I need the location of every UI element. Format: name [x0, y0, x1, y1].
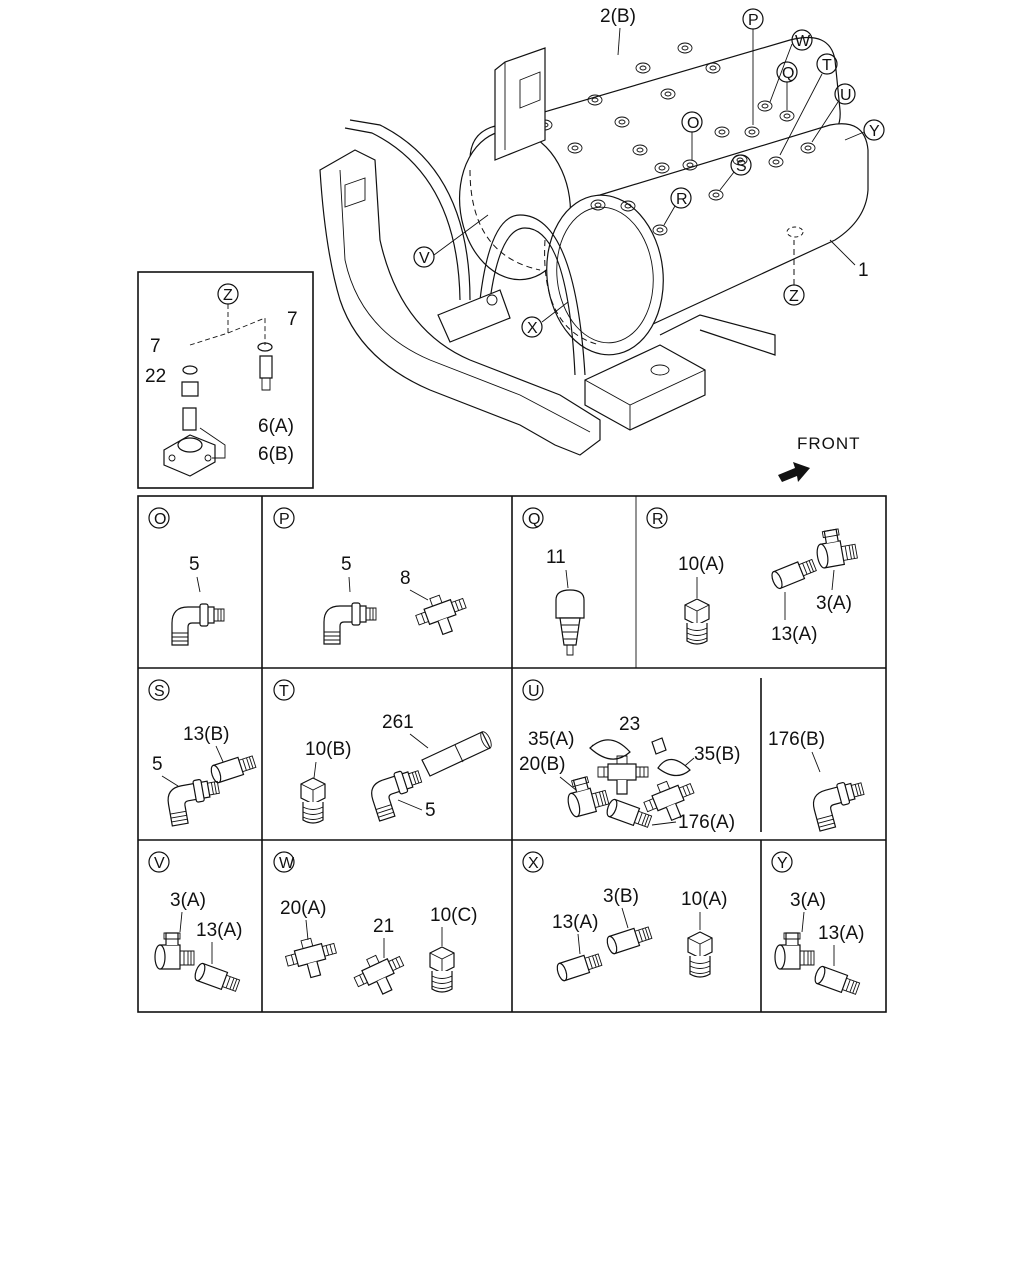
callout-z: Z — [783, 240, 805, 306]
inset-z: Z 7 7 22 6(A) 6(B) — [137, 271, 314, 489]
callout-x: X — [521, 301, 569, 338]
panel-v-key: V — [154, 855, 165, 872]
panel-u-key: U — [528, 683, 540, 700]
panel-w-label-20a: 20(A) — [280, 898, 326, 919]
inset-z-key: Z — [223, 287, 233, 304]
callout-o: O — [681, 111, 703, 160]
panel-y-label-13a: 13(A) — [818, 923, 864, 944]
panel-u-label-176a: 176(A) — [678, 812, 735, 833]
panel-u2: 176(B) — [768, 729, 871, 832]
panel-x-label-10a: 10(A) — [681, 889, 727, 910]
callout-w: W — [769, 29, 813, 103]
panel-t-label-10b: 10(B) — [305, 739, 351, 760]
panel-q-key: Q — [528, 511, 540, 528]
inset-label-6a: 6(A) — [258, 416, 294, 437]
callout-q: Q — [776, 61, 798, 110]
front-arrow-icon — [778, 462, 810, 482]
svg-text:Z: Z — [789, 288, 799, 305]
panel-t: T 261 10(B) 5 — [273, 679, 492, 824]
main-assembly: FRONT — [319, 36, 869, 482]
panel-p-key: P — [279, 511, 290, 528]
panel-u-label-35b: 35(B) — [694, 744, 740, 765]
callout-1: 1 — [858, 260, 869, 281]
panel-y: Y 3(A) 13(A) — [771, 851, 864, 998]
panel-u-label-20b: 20(B) — [519, 754, 565, 775]
panel-v-label-13a: 13(A) — [196, 920, 242, 941]
callout-p: P — [742, 8, 764, 125]
panel-u: U 35(A) 23 20(B) 35(B) 176(A) — [519, 679, 740, 833]
panel-w-label-21: 21 — [373, 916, 394, 937]
svg-text:R: R — [676, 191, 688, 208]
panel-p: P 5 8 — [273, 507, 473, 645]
panel-x-label-3b: 3(B) — [603, 886, 639, 907]
panel-u2-label-176b: 176(B) — [768, 729, 825, 750]
svg-text:U: U — [840, 87, 852, 104]
svg-text:W: W — [795, 33, 811, 50]
callout-2b: 2(B) — [600, 6, 636, 27]
panel-r-label-13a: 13(A) — [771, 624, 817, 645]
panel-v-label-3a: 3(A) — [170, 890, 206, 911]
svg-text:X: X — [527, 320, 538, 337]
panel-q: Q 11 — [522, 507, 585, 656]
callout-u: U — [811, 83, 856, 143]
panel-w-key: W — [279, 855, 295, 872]
panel-y-label-3a: 3(A) — [790, 890, 826, 911]
svg-text:T: T — [822, 57, 832, 74]
panel-t-label-261: 261 — [382, 712, 414, 733]
callout-r: R — [663, 187, 692, 226]
panel-y-key: Y — [777, 855, 788, 872]
svg-text:O: O — [687, 115, 699, 132]
panel-u-label-35a: 35(A) — [528, 729, 574, 750]
inset-label-6b: 6(B) — [258, 444, 294, 465]
callout-y: Y — [844, 119, 885, 141]
callout-t: T — [779, 53, 838, 156]
panel-s-label-5: 5 — [152, 754, 163, 775]
front-label: FRONT — [797, 434, 861, 453]
panel-t-label-5: 5 — [425, 800, 436, 821]
svg-text:Y: Y — [869, 123, 880, 140]
callout-v: V — [413, 214, 489, 268]
inset-label-7-left: 7 — [150, 336, 161, 357]
panel-r-key: R — [652, 511, 664, 528]
panel-r-label-10a: 10(A) — [678, 554, 724, 575]
svg-text:P: P — [748, 12, 759, 29]
panel-p-label-5: 5 — [341, 554, 352, 575]
panel-s-label-13b: 13(B) — [183, 724, 229, 745]
inset-label-22: 22 — [145, 366, 166, 387]
panel-x-key: X — [528, 855, 539, 872]
panel-s: S 13(B) 5 — [148, 679, 258, 827]
panel-s-key: S — [154, 683, 165, 700]
panel-o: O 5 — [148, 507, 225, 646]
panel-p-label-8: 8 — [400, 568, 411, 589]
panel-t-key: T — [279, 683, 289, 700]
panel-x: X 3(B) 13(A) 10(A) — [522, 851, 727, 983]
panel-q-label-11: 11 — [546, 547, 566, 568]
panel-v: V 3(A) 13(A) — [148, 851, 242, 995]
svg-text:Q: Q — [782, 65, 794, 82]
detail-panels-grid — [137, 495, 887, 1013]
inset-label-7-right: 7 — [287, 309, 298, 330]
panel-o-label-5: 5 — [189, 554, 200, 575]
panel-x-label-13a: 13(A) — [552, 912, 598, 933]
panel-u-label-23: 23 — [619, 714, 640, 735]
svg-text:V: V — [419, 250, 430, 267]
panel-r: R 10(A) 3(A) 13(A) — [646, 507, 859, 645]
svg-text:S: S — [736, 158, 747, 175]
panel-w: W 20(A) 21 10(C) — [273, 851, 478, 1003]
panel-w-label-10c: 10(C) — [430, 905, 478, 926]
callout-s: S — [719, 154, 752, 191]
main-callouts: 2(B) 1 P W Q T U Y O S R V X Z — [413, 6, 885, 338]
panel-o-key: O — [154, 511, 166, 528]
panel-r-label-3a: 3(A) — [816, 593, 852, 614]
